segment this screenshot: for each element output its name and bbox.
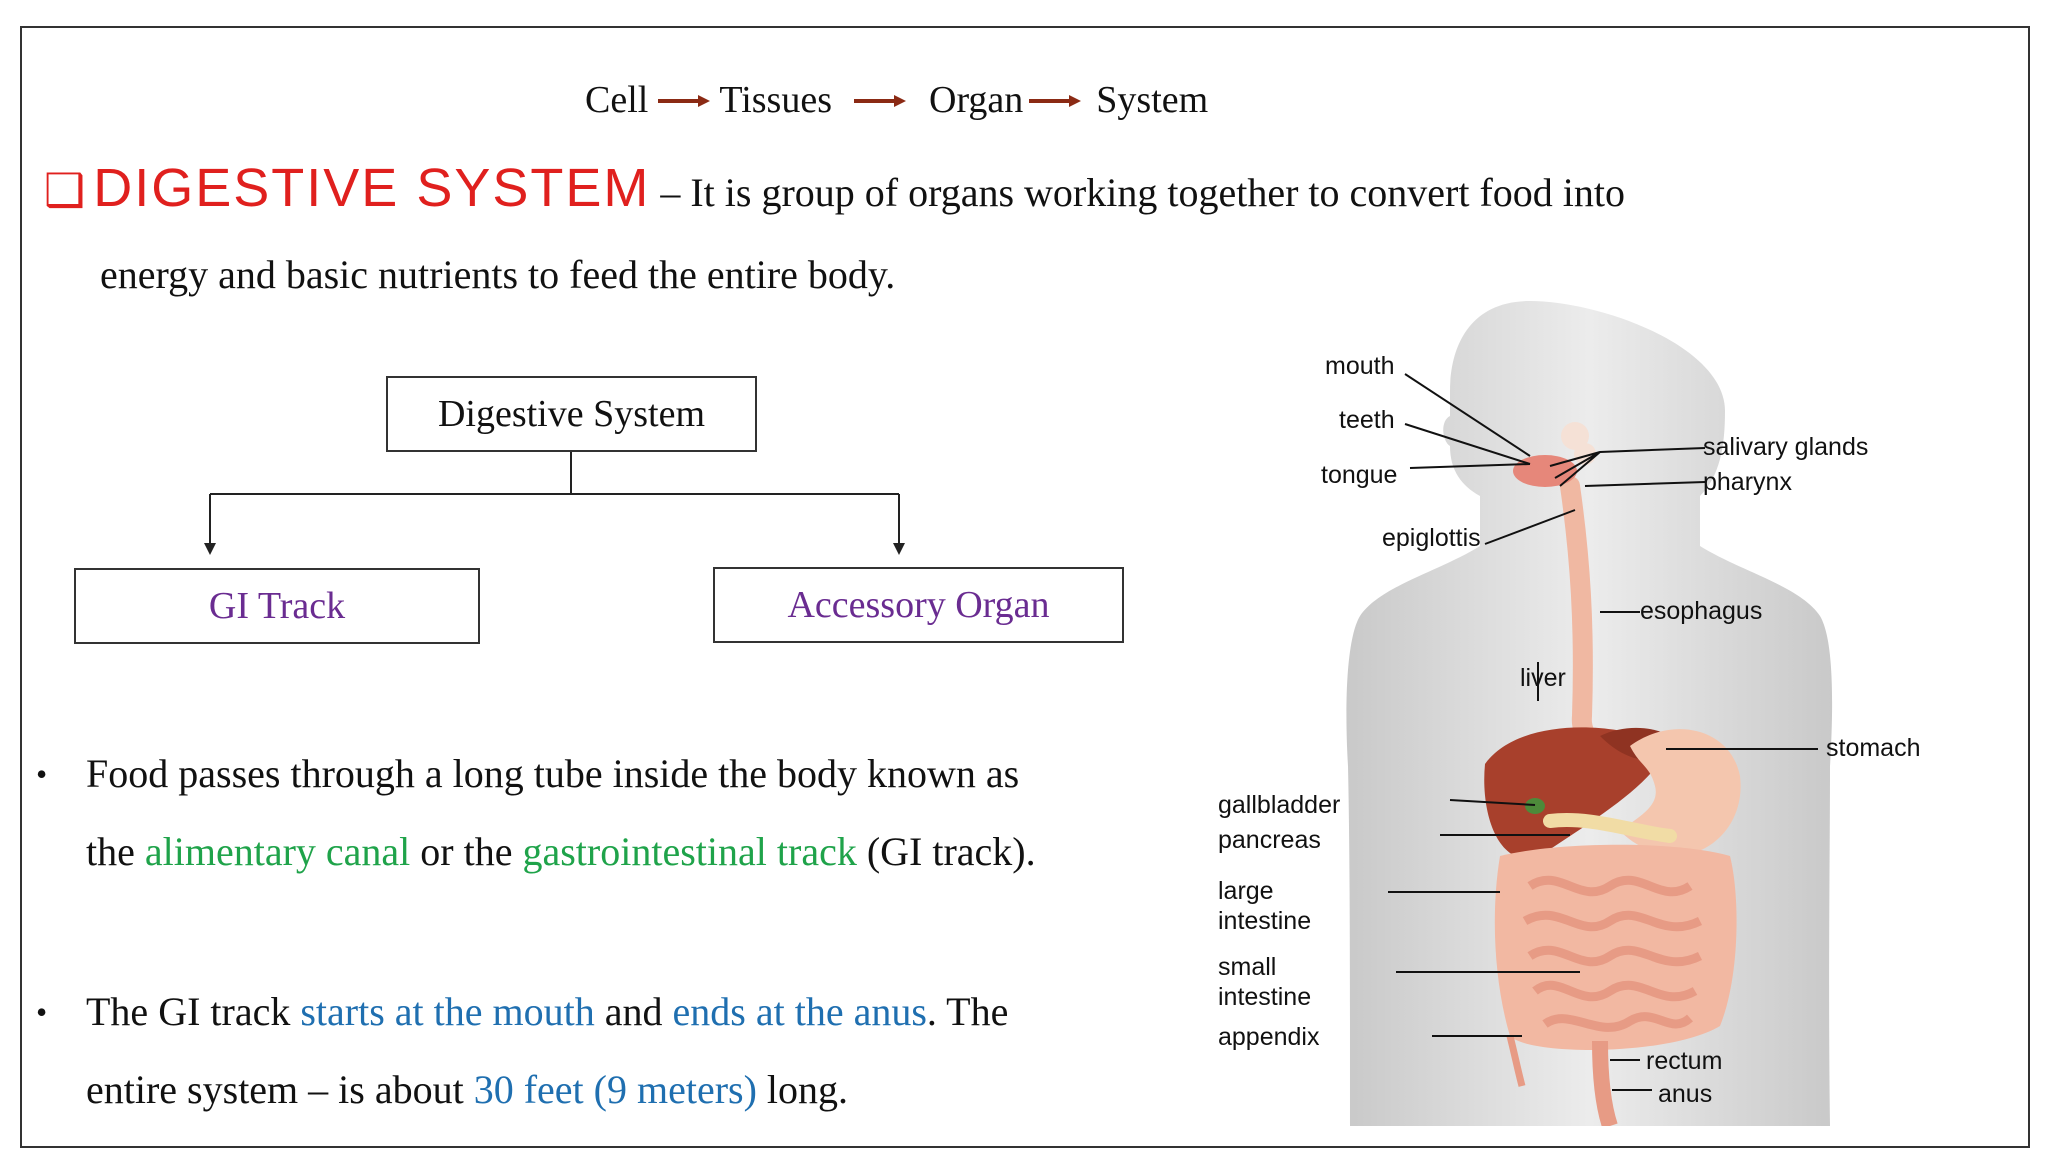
definition-line2: energy and basic nutrients to feed the e… [100,252,896,297]
label-esophagus: esophagus [1640,597,1763,625]
arrow-icon [854,95,906,107]
label-text: small [1218,953,1277,981]
bullet2-text: and [594,989,673,1034]
tree-root-label: Digestive System [437,393,706,435]
flow-tissues: Tissues [719,79,832,121]
gi-track-label: GI Track [208,585,346,627]
label-liver: liver [1520,664,1566,692]
term-gastrointestinal-track: gastrointestinal track [522,829,857,874]
checkbox-bullet-icon: ❑ [44,163,86,217]
digestive-system-illustration [1346,301,1833,1126]
label-pharynx: pharynx [1703,468,1792,496]
bullet1-text: (GI track). [856,829,1036,874]
label-tongue: tongue [1321,461,1398,489]
definition-heading: ❑DIGESTIVE SYSTEM – It is group of organ… [44,160,1814,303]
arrow-icon [1029,95,1082,107]
flow-organ: Organ [929,79,1024,121]
highlight-length: 30 feet (9 meters) [473,1067,757,1112]
label-text: large [1218,877,1274,905]
bullet-dot-icon: • [36,994,48,1030]
bullet1-text: the [86,829,145,874]
label-gallbladder: gallbladder [1218,791,1341,819]
tree-root-box: Digestive System [386,376,757,452]
list-item: • Food passes through a long tube inside… [36,735,1186,891]
highlight-starts-mouth: starts at the mouth [300,989,595,1034]
accessory-organ-label: Accessory Organ [787,584,1050,626]
hierarchy-flow: Cell Tissues Organ System [585,70,1208,130]
page-title: DIGESTIVE SYSTEM [93,158,651,218]
label-rectum: rectum [1646,1047,1723,1075]
flow-cell: Cell [585,79,649,121]
label-salivary-glands: salivary glands [1703,433,1869,461]
bullet2-text: entire system – is about [86,1067,474,1112]
list-item: • The GI track starts at the mouth and e… [36,973,1186,1129]
tree-right-box: Accessory Organ [713,567,1124,643]
label-appendix: appendix [1218,1023,1320,1051]
bullet1-text: or the [410,829,523,874]
definition-line1: – It is group of organs working together… [650,170,1626,215]
tree-left-box: GI Track [74,568,480,644]
highlight-ends-anus: ends at the anus [672,989,927,1034]
label-stomach: stomach [1826,734,1921,762]
bullet1-text: Food passes through a long tube inside t… [86,751,1020,796]
label-anus: anus [1658,1080,1713,1108]
bullet2-text: . The [926,989,1009,1034]
bullet-dot-icon: • [36,756,48,792]
slide-frame [20,26,2030,1148]
label-text: intestine [1218,907,1312,935]
label-teeth: teeth [1339,406,1395,434]
label-pancreas: pancreas [1218,826,1321,854]
label-text: intestine [1218,983,1312,1011]
flow-system: System [1096,79,1209,121]
bullet2-text: The GI track [86,989,301,1034]
bullet2-text: long. [756,1067,849,1112]
term-alimentary-canal: alimentary canal [144,829,411,874]
arrow-icon [658,95,711,107]
label-epiglottis: epiglottis [1382,524,1481,552]
label-mouth: mouth [1325,352,1395,380]
bullet-list: • Food passes through a long tube inside… [36,735,1186,1129]
